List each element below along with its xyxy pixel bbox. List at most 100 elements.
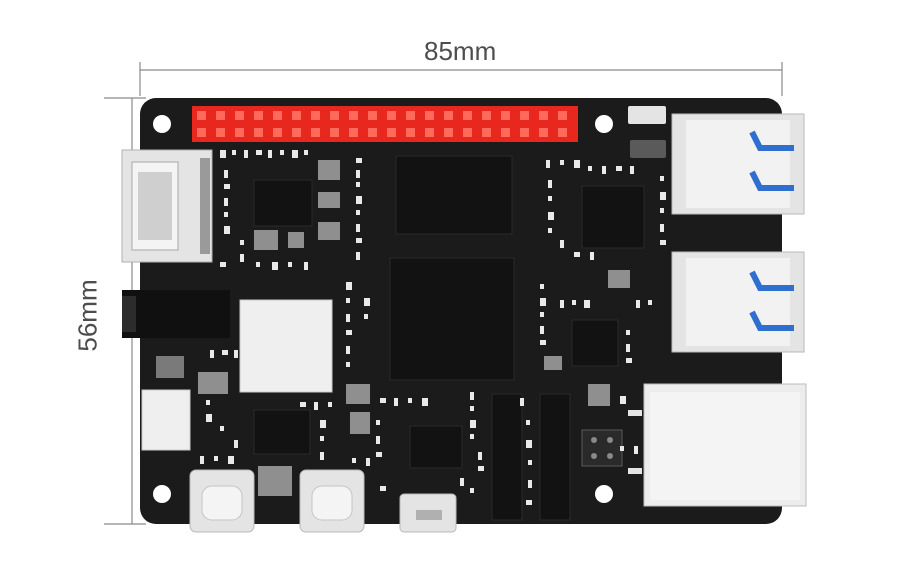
mounting-hole-bottom-right [595,485,613,503]
smd-component [526,440,532,448]
smd-component [422,398,428,406]
mounting-holes [153,115,613,503]
smd-component [320,420,326,428]
smd-component [206,414,212,422]
smd-component [288,262,292,267]
gpio-pin [216,111,225,120]
smd-component [220,262,226,267]
smd-component [616,166,622,171]
smd-component [630,166,634,174]
smd-component [224,226,230,234]
smd-component [320,436,324,441]
gpio-pin [349,128,358,137]
shield-can [239,299,333,393]
smd-component [356,210,360,215]
smd-component [408,398,412,403]
gpio-pin [292,128,301,137]
four-pin-header [581,429,623,467]
gpio-pin [330,128,339,137]
smd-component [234,350,238,358]
smd-component [222,350,228,355]
smd-component [346,330,352,335]
smd-component [526,500,532,505]
button [156,356,184,378]
width-dimension-label: 85mm [424,36,497,66]
smd-component [470,392,474,400]
width-dimension-line [139,62,783,96]
gpio-pin [520,128,529,137]
ethernet-port [628,383,807,507]
smd-component [394,398,398,406]
gpio-pin [216,128,225,137]
smd-component [364,298,370,306]
smd-component [356,170,360,178]
smd-component [376,436,380,444]
smd-component [626,358,632,363]
smd-component [590,252,594,260]
gpio-pin [539,128,548,137]
smd-component [546,160,550,168]
usb-c-port-right [299,469,365,533]
gpio-pin [235,128,244,137]
gpio-pin [330,111,339,120]
smd-component [620,396,626,404]
gpio-pin [463,111,472,120]
gpio-pin [444,111,453,120]
smd-component [660,224,664,232]
smd-component [584,300,590,308]
smd-component [574,160,580,168]
smd-component [548,212,554,220]
gpio-pin [368,111,377,120]
smd-component [528,460,532,465]
smd-component [346,314,350,322]
smd-component [356,238,362,243]
gpio-pin [482,111,491,120]
smd-component [234,440,238,448]
smd-component [206,400,210,405]
gpio-pin [197,128,206,137]
mounting-hole-top-right [595,115,613,133]
mounting-hole-top-left [153,115,171,133]
smd-component [352,458,356,463]
smd-component [660,192,666,200]
gpio-pin [558,128,567,137]
usb-c-port-left [189,469,255,533]
smd-component [548,180,552,188]
smd-component [540,326,544,334]
soc-chip [395,155,513,235]
smd-component [526,420,530,425]
smd-component [520,398,524,406]
smd-component [224,170,228,178]
smd-component [626,344,630,352]
micro-usb-port [399,493,457,533]
smd-component [560,300,564,308]
smd-component [540,340,546,345]
smd-component [232,150,236,155]
smd-component [224,184,230,189]
smd-component [328,402,332,407]
gpio-pin [482,128,491,137]
smd-component [460,478,464,486]
smd-component [224,198,228,206]
smd-component [626,330,630,335]
smd-component [602,166,606,174]
smd-component [272,262,278,270]
gpio-pin [539,111,548,120]
gpio-pin [292,111,301,120]
smd-component [660,208,664,213]
connector-slots [491,393,571,521]
mounting-hole-bottom-left [153,485,171,503]
smd-component [620,446,624,451]
smd-component [364,314,368,319]
smd-component [356,182,360,187]
smd-component [240,240,244,245]
smd-component [224,212,228,217]
smd-component [540,312,544,317]
gpio-pin [444,128,453,137]
gpio-pin [406,128,415,137]
smd-component [346,362,350,367]
smd-component [548,228,552,233]
usb-a-port-top [671,113,805,215]
smd-component [346,298,350,303]
smd-component [268,150,272,158]
